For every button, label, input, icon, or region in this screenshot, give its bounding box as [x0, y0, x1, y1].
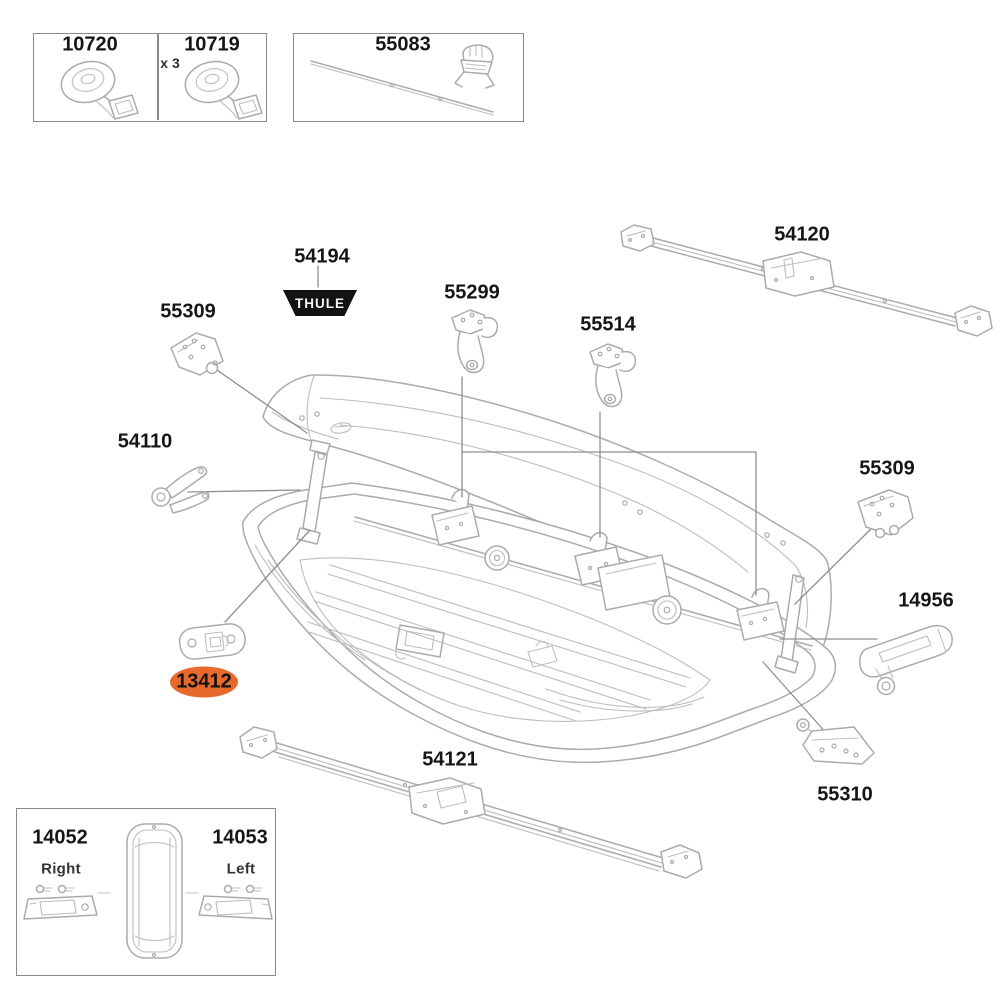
lockbar-55083-drawing [310, 44, 495, 116]
inset-lockbar-box [293, 33, 524, 122]
part-label-55083[interactable]: 55083 [375, 33, 431, 56]
rail-54120-drawing [620, 224, 993, 337]
part-label-55309-right[interactable]: 55309 [859, 457, 915, 480]
part-label-10720[interactable]: 10720 [62, 33, 118, 56]
inset-straps-divider [157, 33, 159, 120]
endcap-14053-drawing [198, 884, 273, 920]
part-label-14053[interactable]: 14053 [212, 826, 268, 849]
base-lock-housing [395, 624, 445, 660]
part-label-13412-highlighted[interactable]: 13412 [176, 670, 232, 693]
interior-clamps-drawing [431, 489, 785, 668]
thule-logo-text: THULE [295, 295, 345, 311]
lid-strut-right [774, 574, 805, 674]
part-label-54121[interactable]: 54121 [422, 748, 478, 771]
bracket-55310-drawing [796, 718, 875, 765]
leader-lines [187, 265, 878, 736]
endcap-14052-drawing [23, 884, 98, 920]
part-label-54110[interactable]: 54110 [117, 430, 173, 453]
tension-knob [652, 595, 682, 625]
box-top-view-drawing [97, 823, 199, 959]
part-label-55310[interactable]: 55310 [817, 783, 873, 806]
bracket-55309-right-drawing [857, 489, 914, 539]
inset-endcaps-box [16, 808, 276, 976]
side-label-right: Right [41, 860, 81, 878]
tension-knob [484, 545, 510, 571]
part-label-54194[interactable]: 54194 [294, 245, 350, 268]
latch-13412-drawing [178, 623, 246, 660]
lifter-54110-drawing [151, 466, 210, 514]
part-label-10719[interactable]: 10719 [184, 33, 240, 56]
bracket-55309-left-drawing [170, 332, 224, 376]
part-label-14052[interactable]: 14052 [32, 826, 88, 849]
lid-logo-plate [330, 422, 352, 434]
part-label-54120[interactable]: 54120 [774, 223, 830, 246]
strap-10720-drawing [60, 60, 139, 120]
thule-logo-badge: THULE [283, 290, 357, 316]
part-label-55309-left[interactable]: 55309 [160, 300, 216, 323]
part-label-55514[interactable]: 55514 [580, 313, 636, 336]
roofbox-base-drawing [242, 482, 837, 764]
rail-54121-drawing [239, 726, 703, 879]
clamp-55514-drawing [589, 343, 637, 408]
side-label-left: Left [226, 860, 256, 878]
lifter-14956-drawing [859, 624, 953, 696]
selected-part-highlight[interactable] [170, 666, 238, 698]
strap-10719-drawing [184, 60, 263, 120]
clamp-55299-drawing [451, 309, 499, 374]
lid-strut-left [296, 439, 331, 545]
part-label-55299[interactable]: 55299 [444, 281, 500, 304]
qty-label-10719: x 3 [160, 55, 180, 71]
part-label-14956[interactable]: 14956 [898, 589, 954, 612]
inset-straps-box [33, 33, 267, 122]
